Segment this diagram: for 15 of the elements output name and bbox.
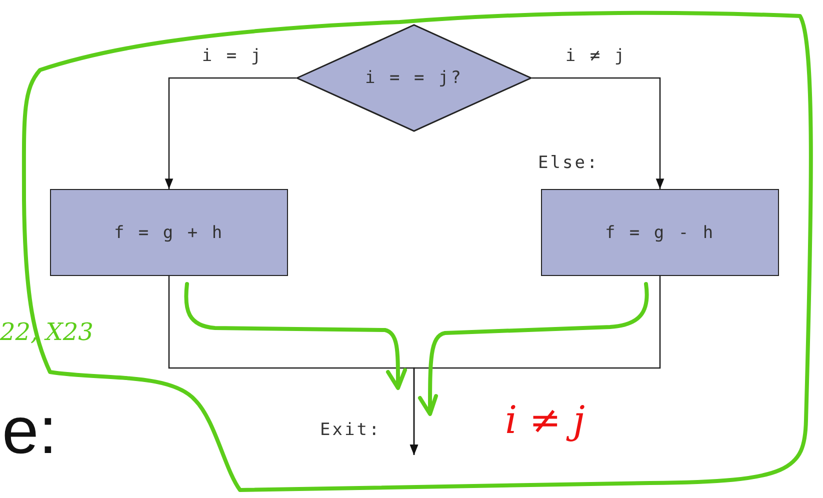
decision-diamond [296, 24, 532, 132]
slide-text: e: [2, 392, 58, 468]
handwritten-note: i ≠ j [505, 398, 585, 442]
connector-arrow [164, 77, 296, 189]
exit-label: Exit: [320, 420, 382, 440]
node-text: i = = j? [365, 68, 463, 88]
node-text: f = g + h [114, 222, 224, 242]
connector-arrow [410, 276, 661, 455]
process-box [50, 189, 288, 276]
edge-label: i = j [202, 46, 264, 66]
connector-arrow [532, 77, 664, 189]
node-text: f = g - h [604, 222, 716, 242]
branch-label: Else: [538, 153, 600, 173]
process-box [541, 189, 779, 276]
edge-label: i ≠ j [565, 46, 627, 66]
